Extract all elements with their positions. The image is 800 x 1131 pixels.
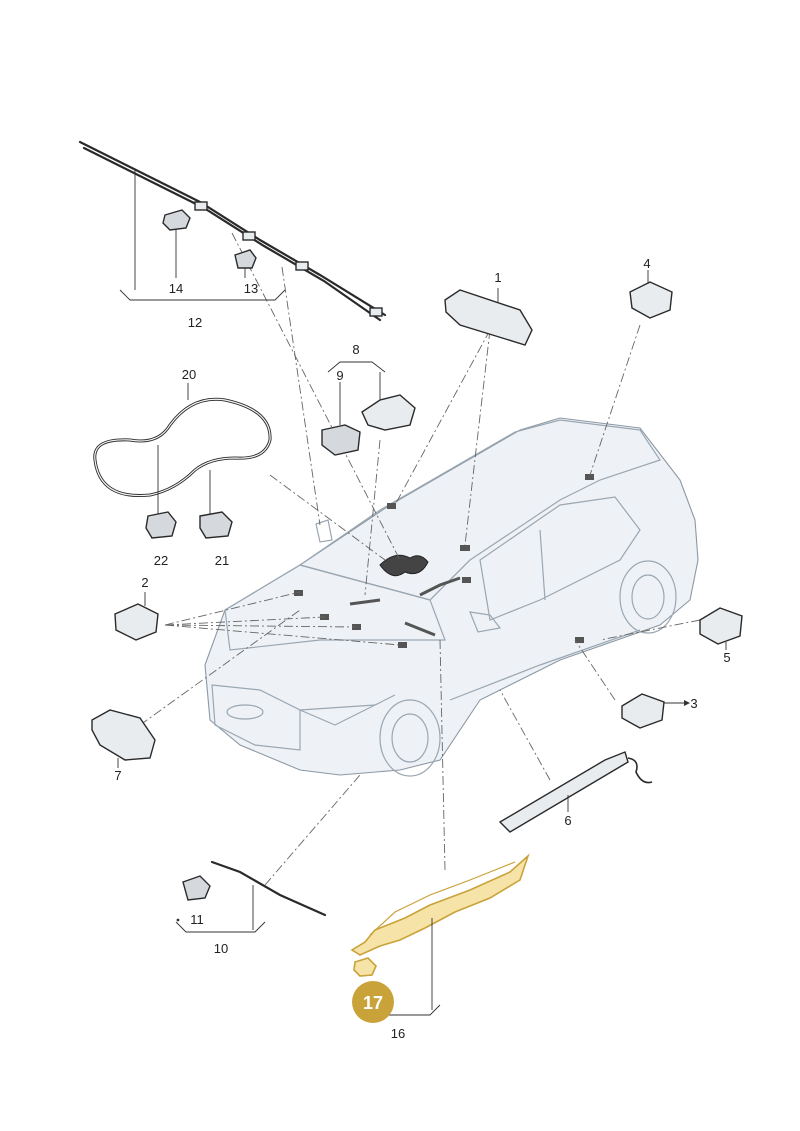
part-7-unit (91, 709, 156, 768)
part-14-sensor (162, 209, 191, 278)
part-5-sensor (699, 607, 743, 650)
callout-labels: 1 2 3 4 5 6 7 8 9 10 11 12 13 14 16 20 2… (114, 256, 730, 1041)
callout-20: 20 (182, 367, 196, 382)
part-2-sensor (114, 592, 159, 641)
callout-8: 8 (352, 342, 359, 357)
part-10-11-rail (175, 860, 327, 933)
callout-11: 11 (190, 912, 204, 927)
callout-6: 6 (564, 813, 571, 828)
callout-9: 9 (336, 368, 343, 383)
part-6-sill-strip (498, 751, 653, 833)
part-3-sensor (621, 693, 690, 729)
part-8-9-sensor-group (321, 361, 416, 456)
callout-13: 13 (244, 281, 258, 296)
part-12-roof-rail (78, 140, 387, 322)
part-17-label: 17 (363, 993, 383, 1013)
callout-22: 22 (154, 553, 168, 568)
callout-14: 14 (169, 281, 183, 296)
part-22-sensor (145, 511, 177, 539)
callout-1: 1 (494, 270, 501, 285)
part-13-sensor (234, 249, 257, 278)
callout-7: 7 (114, 768, 121, 783)
part-17-highlight-badge[interactable]: 17 (352, 981, 394, 1023)
callout-10: 10 (214, 941, 228, 956)
callout-3: 3 (690, 696, 697, 711)
callout-4: 4 (643, 256, 650, 271)
callout-2: 2 (141, 575, 148, 590)
callout-5: 5 (723, 650, 730, 665)
part-20-cable-loop (93, 383, 272, 515)
reference-lines (139, 232, 701, 886)
car-illustration (204, 417, 699, 777)
part-21-sensor (199, 511, 233, 539)
callout-16: 16 (391, 1026, 405, 1041)
part-4-sensor (629, 270, 673, 319)
part-16-highlighted-harness (350, 853, 530, 1016)
callout-21: 21 (215, 553, 229, 568)
callout-12: 12 (188, 315, 202, 330)
part-1-module (444, 288, 533, 346)
